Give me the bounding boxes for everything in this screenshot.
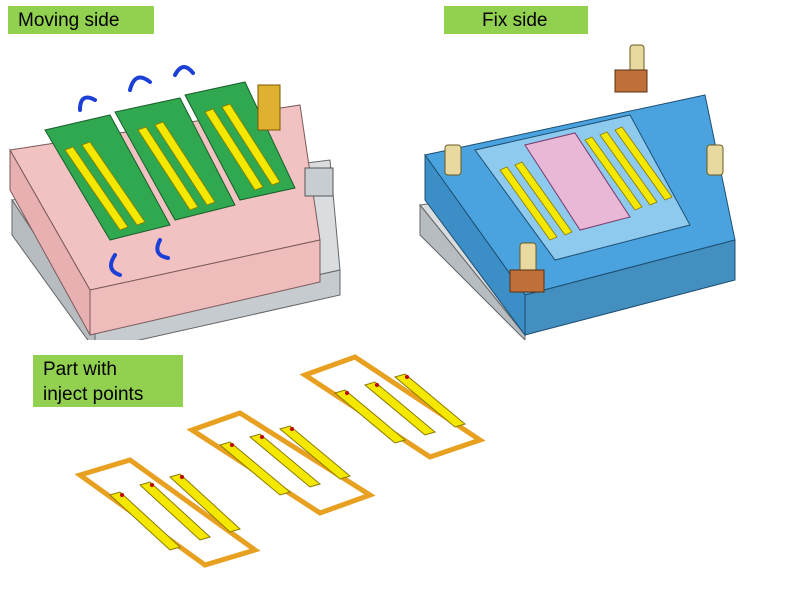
part-with-inject-points-label: Part with inject points — [33, 355, 183, 407]
fix-side-parts — [499, 126, 673, 241]
fix-side-text: Fix side — [482, 10, 548, 31]
cooling-hoses — [78, 65, 195, 277]
inject-point — [120, 493, 124, 497]
inject-point — [150, 483, 154, 487]
part-set-2 — [186, 410, 376, 516]
inject-point — [405, 375, 409, 379]
moving-side-mold-illustration — [9, 65, 341, 340]
corner-blocks — [509, 69, 648, 293]
guide-pillars — [444, 44, 724, 274]
inject-point — [345, 391, 349, 395]
inject-point — [260, 435, 264, 439]
fix-side-label: Fix side — [444, 6, 588, 34]
part-set-3 — [299, 354, 486, 460]
inject-point — [230, 443, 234, 447]
fix-side-mold-illustration — [419, 44, 736, 340]
inject-point — [180, 475, 184, 479]
inject-point — [290, 427, 294, 431]
molded-parts-in-cavity — [64, 103, 281, 231]
side-hydraulic-block — [257, 84, 334, 197]
part-label-line-1: Part with — [43, 359, 117, 380]
moving-side-label: Moving side — [8, 6, 154, 34]
moving-side-text: Moving side — [18, 10, 120, 31]
part-set-1 — [74, 457, 261, 568]
part-label-line-2: inject points — [43, 384, 144, 405]
parts-with-inject-points-illustration — [74, 354, 486, 568]
inject-point — [375, 383, 379, 387]
